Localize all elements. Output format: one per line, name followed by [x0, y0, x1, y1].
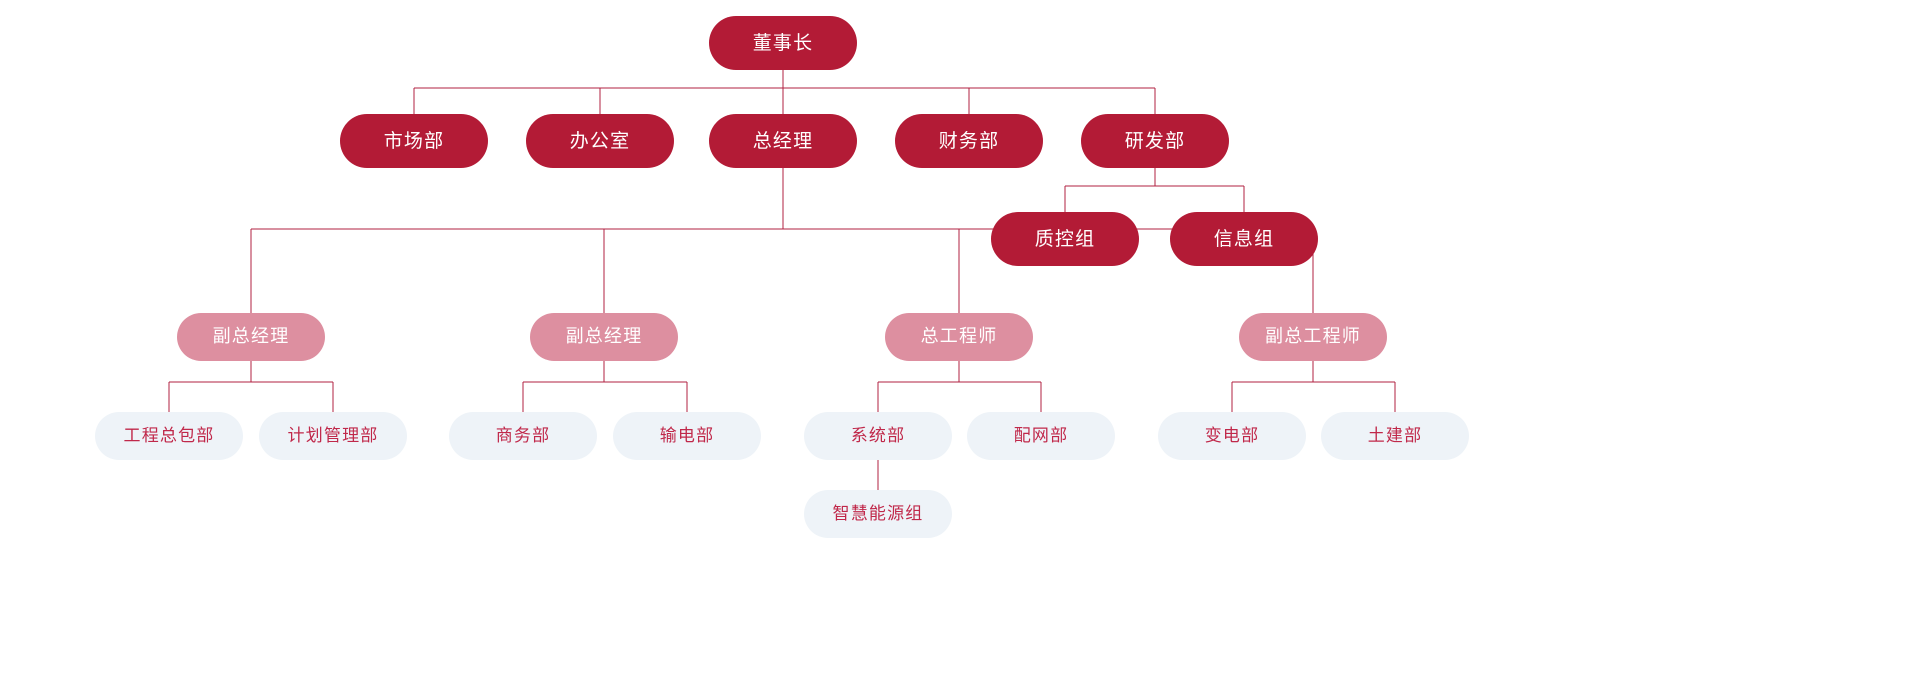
org-node-office[interactable]: 办公室 — [526, 114, 674, 168]
org-node-label: 研发部 — [1124, 129, 1186, 152]
org-node-biz-dept[interactable]: 商务部 — [449, 412, 597, 460]
org-node-system-dept[interactable]: 系统部 — [804, 412, 952, 460]
org-node-marketing[interactable]: 市场部 — [340, 114, 488, 168]
org-node-label: 信息组 — [1213, 227, 1275, 250]
org-node-trans-dept[interactable]: 输电部 — [613, 412, 761, 460]
org-node-dgm-2[interactable]: 副总经理 — [530, 313, 678, 361]
org-node-label: 财务部 — [938, 129, 1000, 152]
org-node-label: 变电部 — [1204, 425, 1260, 446]
org-node-chairman[interactable]: 董事长 — [709, 16, 857, 70]
org-node-label: 计划管理部 — [287, 425, 379, 446]
org-node-label: 系统部 — [850, 425, 906, 446]
org-node-label: 副总工程师 — [1265, 326, 1361, 347]
org-node-gm[interactable]: 总经理 — [709, 114, 857, 168]
org-node-finance[interactable]: 财务部 — [895, 114, 1043, 168]
org-node-label: 董事长 — [752, 31, 814, 54]
org-node-qc-group[interactable]: 质控组 — [991, 212, 1139, 266]
org-node-substation[interactable]: 变电部 — [1158, 412, 1306, 460]
org-node-label: 副总经理 — [212, 326, 290, 347]
org-node-label: 质控组 — [1034, 227, 1096, 250]
org-node-civil-dept[interactable]: 土建部 — [1321, 412, 1469, 460]
org-node-rnd[interactable]: 研发部 — [1081, 114, 1229, 168]
org-node-smart-energy[interactable]: 智慧能源组 — [804, 490, 952, 538]
org-node-distrib-dept[interactable]: 配网部 — [967, 412, 1115, 460]
org-node-chief-eng[interactable]: 总工程师 — [885, 313, 1033, 361]
org-node-dgm-1[interactable]: 副总经理 — [177, 313, 325, 361]
org-node-label: 智慧能源组 — [832, 503, 924, 524]
org-node-epc-dept[interactable]: 工程总包部 — [95, 412, 243, 460]
org-node-label: 输电部 — [659, 425, 715, 446]
org-node-info-group[interactable]: 信息组 — [1170, 212, 1318, 266]
org-node-label: 副总经理 — [565, 326, 643, 347]
org-node-deputy-eng[interactable]: 副总工程师 — [1239, 313, 1387, 361]
org-node-label: 办公室 — [569, 129, 631, 152]
org-node-label: 土建部 — [1367, 425, 1423, 446]
org-node-label: 商务部 — [495, 425, 551, 446]
org-node-plan-dept[interactable]: 计划管理部 — [259, 412, 407, 460]
org-node-label: 总工程师 — [920, 326, 998, 347]
org-node-label: 总经理 — [752, 129, 814, 152]
org-node-label: 工程总包部 — [123, 425, 215, 446]
org-node-label: 市场部 — [383, 129, 445, 152]
org-node-label: 配网部 — [1013, 425, 1069, 446]
